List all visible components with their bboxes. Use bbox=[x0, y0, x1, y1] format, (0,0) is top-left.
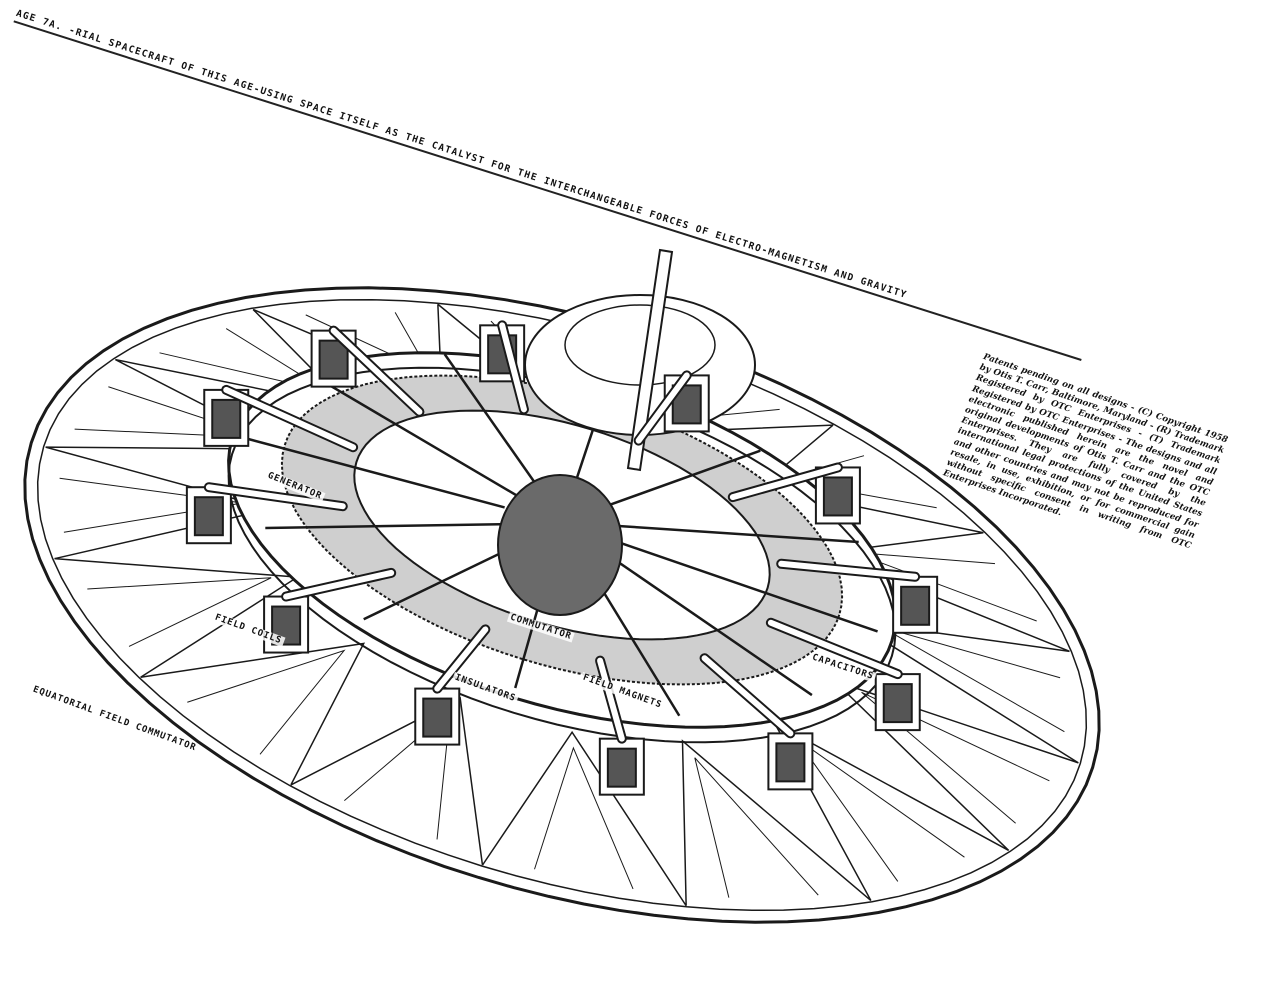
field-magnet-arm-fill bbox=[223, 386, 357, 451]
spoke bbox=[597, 449, 761, 511]
coil-pod-core bbox=[882, 683, 913, 724]
spoke bbox=[618, 541, 878, 633]
field-magnet-arm-fill bbox=[283, 569, 395, 600]
field-magnet-arm-fill bbox=[778, 560, 919, 580]
spoke bbox=[265, 522, 508, 530]
spoke bbox=[606, 553, 813, 697]
field-magnet-arm-fill bbox=[434, 626, 489, 692]
outer-rim-inner bbox=[36, 298, 1088, 912]
coil-pod-core bbox=[671, 384, 702, 425]
field-magnet-arm-fill bbox=[729, 464, 841, 501]
coil-pod-core bbox=[318, 339, 349, 380]
coil-pod-core bbox=[900, 585, 931, 626]
central-sphere bbox=[497, 474, 623, 616]
field-magnet-arm-fill bbox=[701, 655, 794, 737]
coil-pod-core bbox=[211, 398, 242, 439]
spoke bbox=[311, 373, 518, 497]
spoke bbox=[443, 353, 542, 493]
outer-rim bbox=[23, 286, 1101, 924]
spoke bbox=[615, 524, 859, 544]
field-magnet-arm-fill bbox=[767, 619, 901, 678]
coil-pod-core bbox=[193, 496, 224, 537]
coil-pod-core bbox=[822, 476, 853, 517]
field-magnet-arm-fill bbox=[205, 484, 346, 510]
coil-pod-core bbox=[606, 747, 637, 788]
central-mast bbox=[626, 248, 674, 472]
coil-pod-core bbox=[271, 605, 302, 646]
field-magnet-arm-fill bbox=[330, 327, 423, 415]
field-magnet-arm-fill bbox=[635, 372, 690, 444]
spoke bbox=[246, 437, 505, 509]
coil-pod-core bbox=[775, 742, 806, 783]
field-magnet-arm-fill bbox=[499, 322, 527, 413]
coil-pod-core bbox=[422, 697, 453, 738]
field-magnet-arm-fill bbox=[597, 657, 625, 742]
inner-deck-edge bbox=[227, 366, 897, 744]
